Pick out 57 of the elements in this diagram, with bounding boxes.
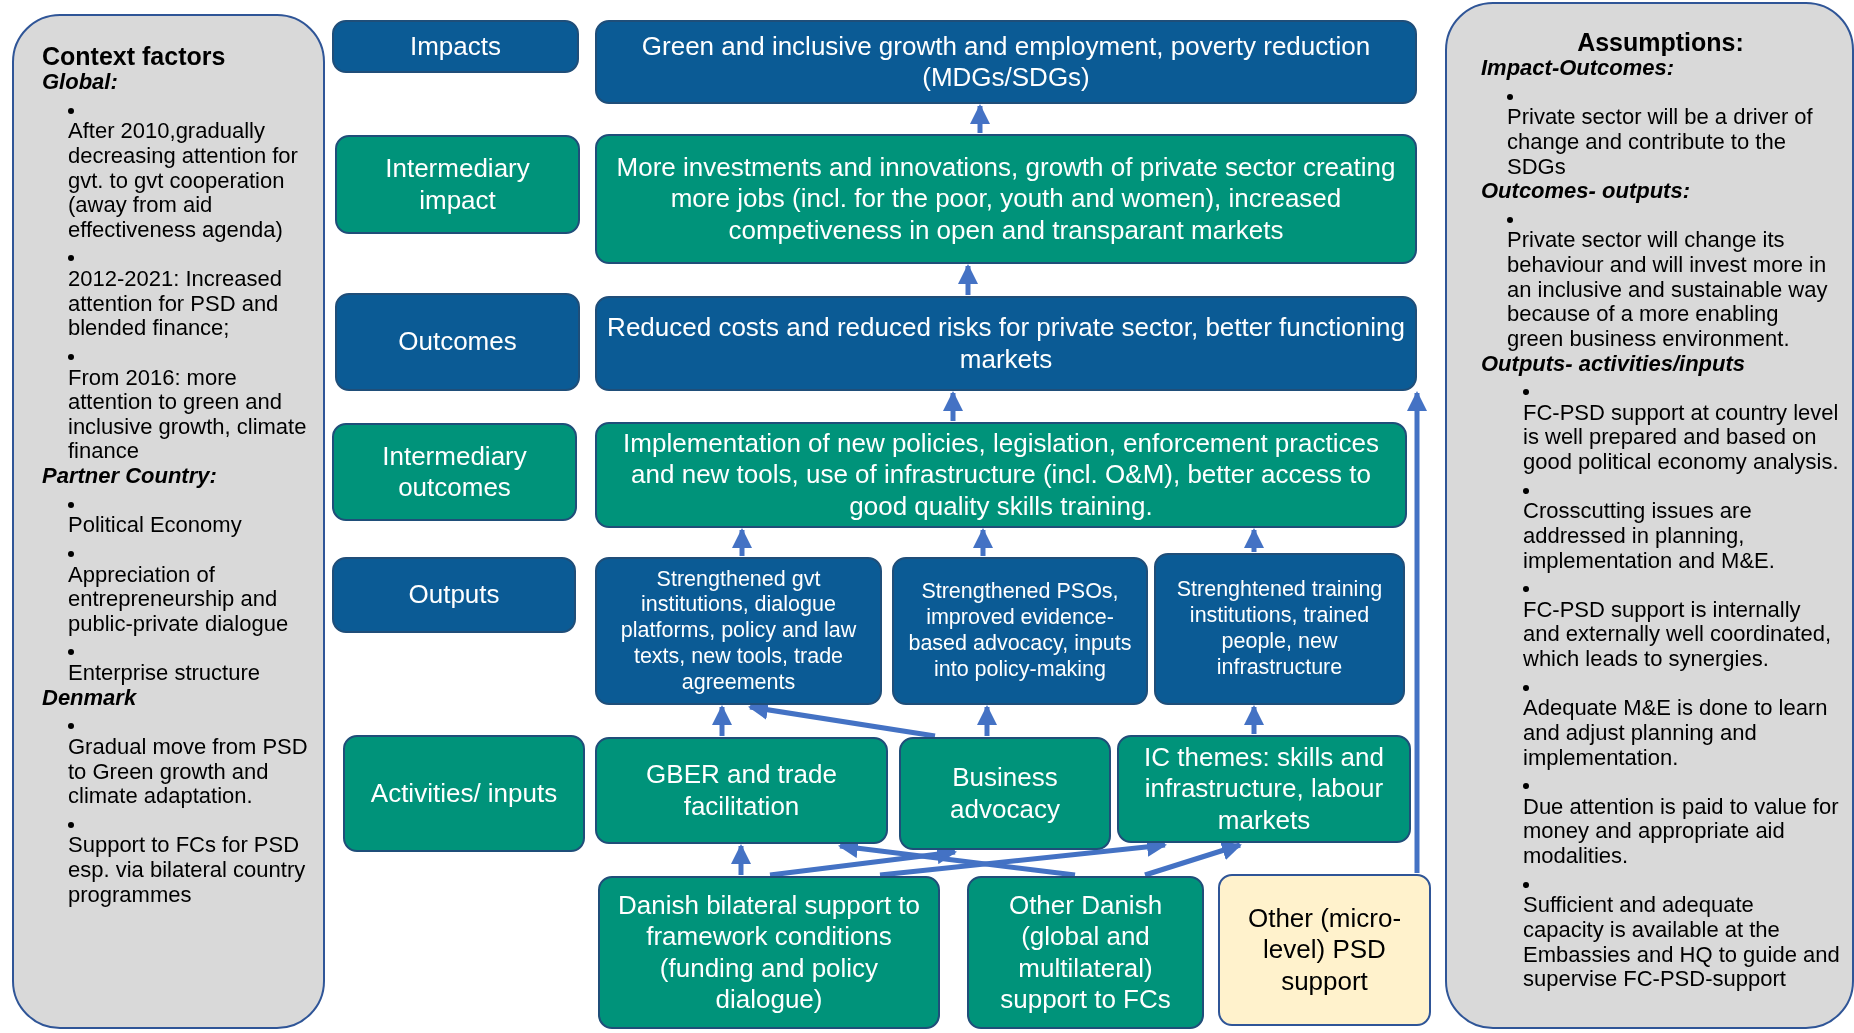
bullet-item: Private sector will be a driver of change and contribute to the SDGs	[1507, 105, 1814, 180]
output-box: Strengthened PSOs, improved evidence-based advocacy, inputs into policy-making	[892, 557, 1148, 705]
bullet-item: Due attention is paid to value for money and appropriate aid modalities.	[1523, 794, 1840, 869]
arrow	[1407, 391, 1427, 873]
section-heading: Outputs- activities/inputs	[1481, 351, 1747, 377]
bullet-item: Appreciation of entrepreneurship and public-private dialogue	[68, 562, 290, 637]
activity-box: IC themes: skills and infrastructure, labour markets	[1117, 735, 1411, 843]
bullet-item: Crosscutting issues are addressed in planning, implementation and M&E.	[1523, 499, 1776, 574]
panel-heading: Assumptions:	[1576, 28, 1745, 56]
bullet-item: FC-PSD support is internally and externally well coordinated, which leads to synergies.	[1523, 597, 1833, 672]
section-heading: Partner Country:	[42, 464, 218, 489]
bullet-item: FC-PSD support at country level is well prepared and based on good political economy analysis.	[1523, 400, 1840, 475]
level-label: Intermediary impact	[335, 135, 580, 234]
bullet-item: Gradual move from PSD to Green growth and climate adaptation.	[68, 734, 309, 809]
section-heading: Denmark	[42, 685, 137, 711]
output-box: Strengthened gvt institutions, dialogue platforms, policy and law texts, new tools, trade agreements	[595, 557, 882, 705]
bullet-item: Political Economy	[68, 513, 243, 538]
bullet-item: Sufficient and adequate capacity is available at the Embassies and HQ to guide and supervise FC-PSD-support	[1523, 893, 1840, 992]
bullet-item: Adequate M&E is done to learn and adjust planning and implementation.	[1523, 696, 1829, 771]
result-box: More investments and innovations, growth of private sector creating more jobs (incl. for the poor, youth and women), increased competiveness in open and transparant markets	[595, 134, 1417, 264]
level-label: Impacts	[332, 20, 579, 73]
bullet-item: After 2010,gradually decreasing attention for gvt. to gvt cooperation (away from aid effectiveness agenda)	[68, 119, 299, 243]
section-heading: Global:	[42, 70, 119, 95]
bullet-item: From 2016: more attention to green and inclusive growth, climate finance	[68, 365, 308, 464]
level-label: Activities/ inputs	[343, 735, 585, 852]
bullet-item: Support to FCs for PSD esp. via bilateral country programmes	[68, 833, 307, 908]
arrow	[712, 705, 732, 736]
arrow	[973, 528, 993, 556]
level-label: Intermediary outcomes	[332, 423, 577, 521]
arrow	[970, 104, 990, 133]
section-heading: Outcomes- outputs:	[1481, 179, 1691, 204]
bullet-item: 2012-2021: Increased attention for PSD and blended finance;	[68, 267, 284, 341]
panel-heading: Context factors	[42, 42, 227, 70]
level-label: Outputs	[332, 557, 576, 633]
result-box: Green and inclusive growth and employment, poverty reduction (MDGs/SDGs)	[595, 20, 1417, 104]
level-label: Outcomes	[335, 293, 580, 391]
arrow	[943, 391, 963, 421]
activity-box: Business advocacy	[899, 737, 1111, 850]
arrow	[1244, 705, 1264, 734]
input-box: Danish bilateral support to framework conditions (funding and policy dialogue)	[598, 876, 940, 1029]
arrow	[977, 705, 997, 736]
result-box: Reduced costs and reduced risks for private sector, better functioning markets	[595, 296, 1417, 391]
section-heading: Impact-Outcomes:	[1481, 56, 1675, 81]
arrow	[731, 844, 751, 875]
bullet-item: Enterprise structure	[68, 661, 261, 686]
arrow	[1244, 528, 1264, 552]
result-box: Implementation of new policies, legislation, enforcement practices and new tools, use of infrastructure (incl. O&M), better access to good quality skills training.	[595, 422, 1407, 528]
output-box: Strenghtened training institutions, trained people, new infrastructure	[1154, 553, 1405, 705]
arrow	[732, 528, 752, 556]
assumptions-panel	[1445, 2, 1854, 1029]
arrow	[958, 264, 978, 295]
context-panel	[12, 14, 325, 1029]
bullet-item: Private sector will change its behaviour and will invest more in an inclusive and sustainable way because of a more enabling green business environment.	[1507, 228, 1829, 352]
input-box: Other Danish (global and multilateral) support to FCs	[967, 876, 1204, 1029]
arrow	[1144, 840, 1242, 878]
activity-box: GBER and trade facilitation	[595, 737, 888, 844]
input-box: Other (micro-level) PSD support	[1218, 874, 1431, 1026]
